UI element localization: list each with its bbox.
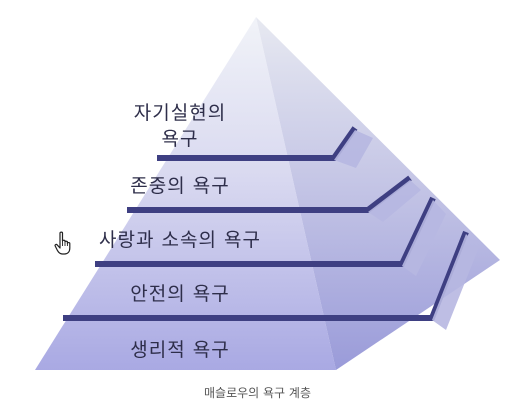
level-physiological-label: 생리적 욕구 — [130, 339, 230, 361]
tier-ledges — [334, 130, 479, 330]
level-love-belonging-label: 사랑과 소속의 욕구 — [99, 229, 261, 251]
pyramid-side-face — [256, 17, 500, 370]
level-self-actualization-line2: 욕구 — [161, 128, 199, 150]
pyramid-front-face — [35, 17, 336, 370]
level-safety-label: 안전의 욕구 — [130, 283, 230, 305]
level-self-actualization-label: 자기실현의 욕구 — [0, 100, 360, 152]
hand-cursor-icon — [54, 231, 72, 259]
level-self-actualization-line1: 자기실현의 — [133, 102, 227, 124]
diagram-caption: 매슬로우의 욕구 계층 — [204, 386, 311, 400]
level-esteem-label: 존중의 욕구 — [130, 175, 230, 197]
tier-separators — [63, 126, 469, 321]
